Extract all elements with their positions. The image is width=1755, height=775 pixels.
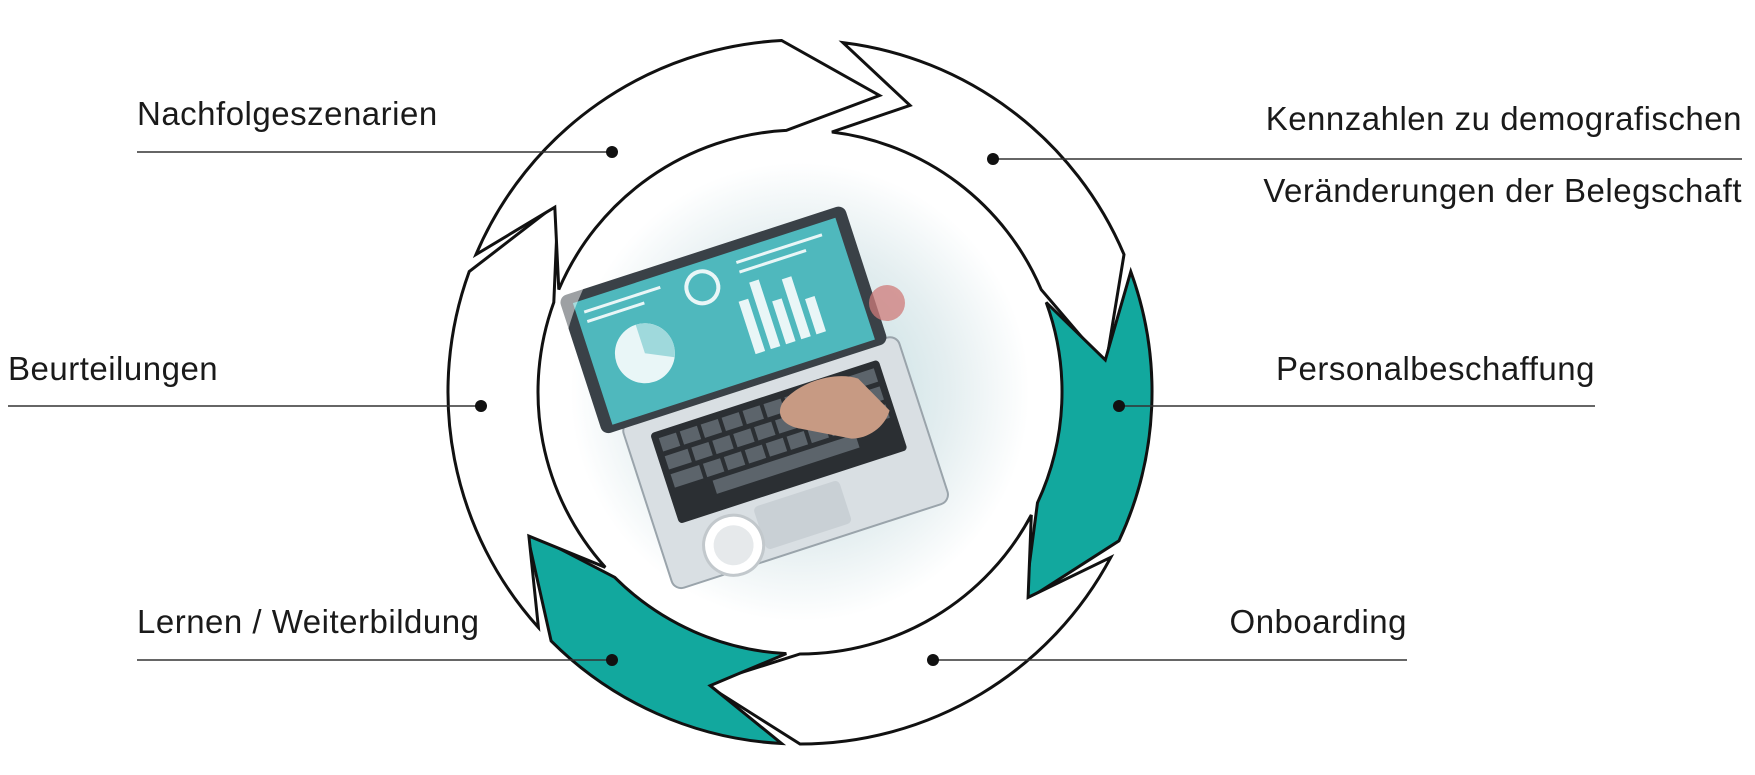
- label-beurteilungen: Beurteilungen: [8, 350, 219, 387]
- segment-kennzahlen: [831, 40, 1126, 369]
- cycle-segments: [446, 38, 1154, 746]
- dot-personal: [1113, 400, 1125, 412]
- leader-dots: [475, 146, 1125, 666]
- dot-beurteilungen: [475, 400, 487, 412]
- label-nachfolgeszenarien: Nachfolgeszenarien: [137, 95, 438, 132]
- label-kennzahlen-line2: Veränderungen der Belegschaft: [1263, 172, 1742, 209]
- segment-beurteilungen: [446, 199, 607, 632]
- dot-lernen: [606, 654, 618, 666]
- dot-kennzahlen: [987, 153, 999, 165]
- center-photo: [530, 122, 1070, 662]
- label-personalbeschaffung: Personalbeschaffung: [1276, 350, 1595, 387]
- dot-nachfolge: [606, 146, 618, 158]
- laptop-illustration: [560, 206, 949, 590]
- label-kennzahlen-line1: Kennzahlen zu demografischen: [1265, 100, 1742, 137]
- segment-nachfolge: [472, 38, 884, 291]
- label-lernen-weiterbildung: Lernen / Weiterbildung: [137, 603, 480, 640]
- segment-onboarding: [701, 514, 1115, 746]
- dot-onboarding: [927, 654, 939, 666]
- leader-lines: [8, 151, 1742, 661]
- label-onboarding: Onboarding: [1229, 603, 1407, 640]
